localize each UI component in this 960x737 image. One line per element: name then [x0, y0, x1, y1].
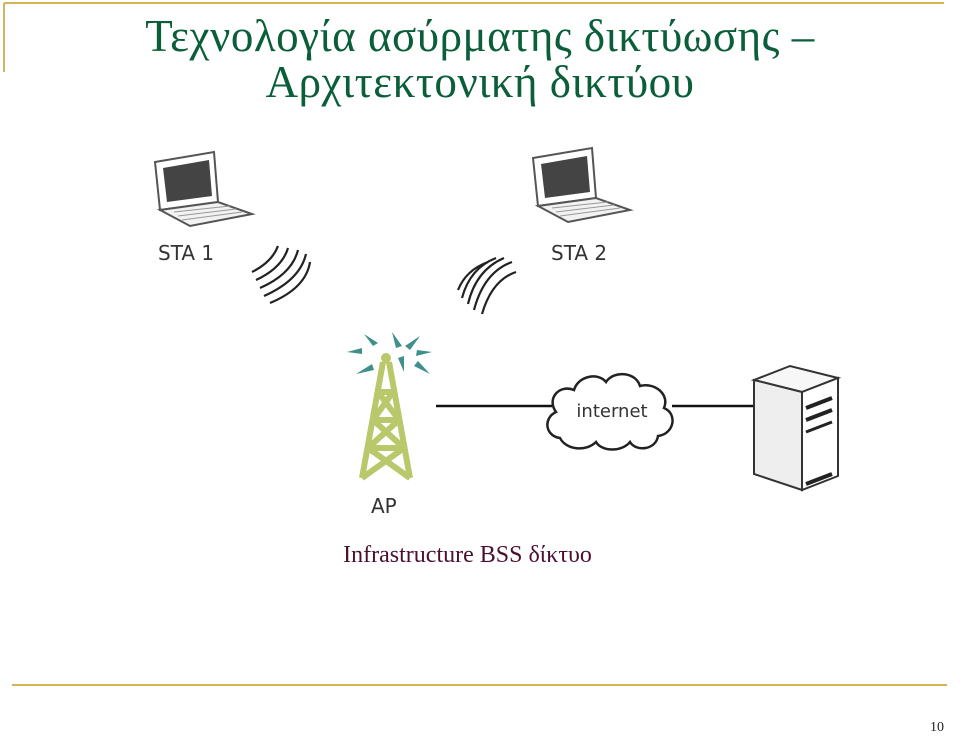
title-line-2: Αρχιτεκτονική δικτύου	[265, 57, 695, 107]
wireless-wave-icon	[456, 256, 517, 315]
access-point-tower-icon	[347, 332, 432, 481]
laptop-sta1-icon	[153, 150, 256, 228]
sta1-label: STA 1	[158, 241, 214, 265]
wireless-wave-icon	[251, 245, 312, 305]
title-line-1: Τεχνολογία ασύρματης δικτύωσης –	[145, 11, 815, 61]
footer-rule	[12, 684, 947, 686]
title-frame	[3, 2, 944, 72]
internet-cloud-icon	[546, 373, 674, 451]
sta2-label: STA 2	[551, 241, 607, 265]
page-number: 10	[930, 720, 944, 735]
diagram-caption: Infrastructure BSS δίκτυο	[343, 542, 592, 568]
laptop-sta2-icon	[531, 146, 634, 224]
cloud-label: internet	[576, 401, 647, 422]
ap-label: AP	[371, 494, 397, 518]
slide-title: Τεχνολογία ασύρματης δικτύωσης – Αρχιτεκ…	[0, 11, 960, 107]
server-icon	[750, 364, 842, 492]
